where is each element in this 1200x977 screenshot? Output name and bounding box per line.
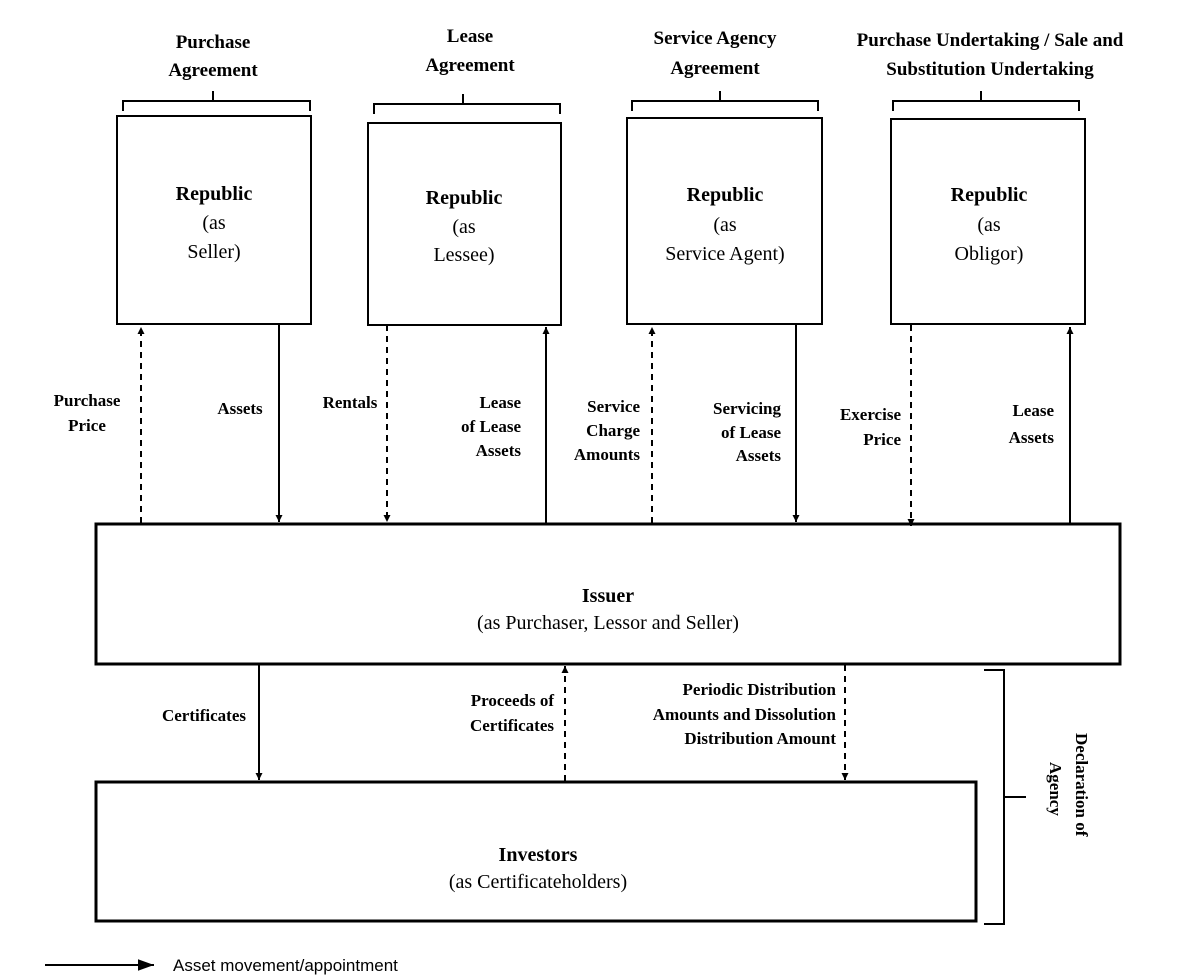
label-proceeds-of-certificates-line2: Certificates <box>470 716 554 735</box>
investors-box <box>94 780 978 923</box>
label-lease-of-lease-assets-line2: of Lease <box>461 417 521 436</box>
republic-obligor-sub-line2: Obligor) <box>955 243 1024 265</box>
republic-obligor-sub-line1: (as <box>977 214 1001 236</box>
agreement-purchase-undertaking-header-line1: Purchase Undertaking / Sale and <box>857 30 1124 51</box>
issuer-box <box>94 522 1122 666</box>
label-servicing-of-lease-assets-line1: Servicing <box>713 399 781 418</box>
label-servicing-of-lease-assets-line3: Assets <box>736 446 782 465</box>
agreement-service-agency-brace <box>631 91 819 111</box>
label-proceeds-of-certificates-line1: Proceeds of <box>471 691 555 710</box>
republic-service-agent-title: Republic <box>687 184 764 206</box>
issuer-title: Issuer <box>582 585 634 607</box>
agreement-purchase-brace <box>122 91 311 111</box>
legend: Asset movement/appointment <box>45 956 398 975</box>
republic-service-agent-sub-line2: Service Agent) <box>665 243 784 265</box>
declaration-brace <box>984 669 1026 925</box>
republic-seller-sub-line2: Seller) <box>187 241 240 263</box>
label-certificates: Certificates <box>162 706 246 725</box>
agreement-purchase-header-line2: Agreement <box>168 60 258 81</box>
agreement-purchase-header-line1: Purchase <box>176 32 251 53</box>
label-service-charge-amounts: Service Charge Amounts <box>574 397 641 464</box>
label-proceeds-of-certificates: Proceeds of Certificates <box>470 691 554 735</box>
label-lease-of-lease-assets-line3: Assets <box>476 441 522 460</box>
republic-lessee-sub-line2: Lessee) <box>433 244 494 266</box>
legend-asset-movement-label: Asset movement/appointment <box>173 956 398 975</box>
label-lease-assets-line1: Lease <box>1012 401 1054 420</box>
investors-title: Investors <box>499 844 578 866</box>
label-service-charge-amounts-line2: Charge <box>586 421 640 440</box>
label-purchase-price: Purchase Price <box>54 391 121 435</box>
republic-seller-box <box>116 115 312 325</box>
declaration-line2: Agency <box>1046 762 1065 816</box>
label-servicing-of-lease-assets: Servicing of Lease Assets <box>713 399 781 465</box>
republic-obligor-box <box>890 118 1086 325</box>
label-exercise-price: Exercise Price <box>840 405 902 449</box>
label-rentals: Rentals <box>323 393 378 412</box>
agreement-purchase-undertaking-brace <box>892 91 1080 111</box>
agreement-purchase: Purchase Agreement Republic (as Seller) <box>116 32 312 325</box>
investors-subtitle: (as Certificateholders) <box>449 871 627 893</box>
label-service-charge-amounts-line3: Amounts <box>574 445 641 464</box>
agreement-lease-brace <box>373 94 561 114</box>
republic-service-agent-box <box>626 117 823 325</box>
label-exercise-price-line2: Price <box>863 430 901 449</box>
republic-seller-sub-line1: (as <box>202 212 226 234</box>
label-exercise-price-line1: Exercise <box>840 405 902 424</box>
label-periodic-distribution-line1: Periodic Distribution <box>683 680 837 699</box>
label-periodic-distribution: Periodic Distribution Amounts and Dissol… <box>653 680 837 748</box>
declaration-of-agency-label: Declaration of Agency <box>1046 733 1091 837</box>
declaration-line1: Declaration of <box>1072 733 1091 837</box>
label-lease-of-lease-assets-line1: Lease <box>479 393 521 412</box>
agreement-purchase-undertaking-header-line2: Substitution Undertaking <box>886 59 1094 80</box>
label-lease-assets: Lease Assets <box>1009 401 1055 447</box>
agreement-service-agency-header-line2: Agreement <box>670 58 760 79</box>
agreement-service-agency: Service Agency Agreement Republic (as Se… <box>626 28 823 325</box>
label-periodic-distribution-line2: Amounts and Dissolution <box>653 705 837 724</box>
issuer-subtitle: (as Purchaser, Lessor and Seller) <box>477 612 739 634</box>
label-periodic-distribution-line3: Distribution Amount <box>684 729 836 748</box>
republic-obligor-title: Republic <box>951 184 1028 206</box>
republic-lessee-box <box>367 122 562 326</box>
label-assets: Assets <box>217 399 263 418</box>
label-purchase-price-line1: Purchase <box>54 391 121 410</box>
agreement-purchase-undertaking: Purchase Undertaking / Sale and Substitu… <box>857 30 1124 325</box>
agreement-lease-header-line1: Lease <box>447 26 493 47</box>
label-servicing-of-lease-assets-line2: of Lease <box>721 423 781 442</box>
agreement-service-agency-header-line1: Service Agency <box>654 28 777 49</box>
label-service-charge-amounts-line1: Service <box>587 397 640 416</box>
label-lease-assets-line2: Assets <box>1009 428 1055 447</box>
agreement-lease-header-line2: Agreement <box>425 55 515 76</box>
agreement-lease: Lease Agreement Republic (as Lessee) <box>367 26 562 326</box>
label-lease-of-lease-assets: Lease of Lease Assets <box>461 393 521 460</box>
republic-service-agent-sub-line1: (as <box>713 214 737 236</box>
label-purchase-price-line2: Price <box>68 416 106 435</box>
republic-seller-title: Republic <box>176 183 253 205</box>
republic-lessee-sub-line1: (as <box>452 216 476 238</box>
republic-lessee-title: Republic <box>426 187 503 209</box>
